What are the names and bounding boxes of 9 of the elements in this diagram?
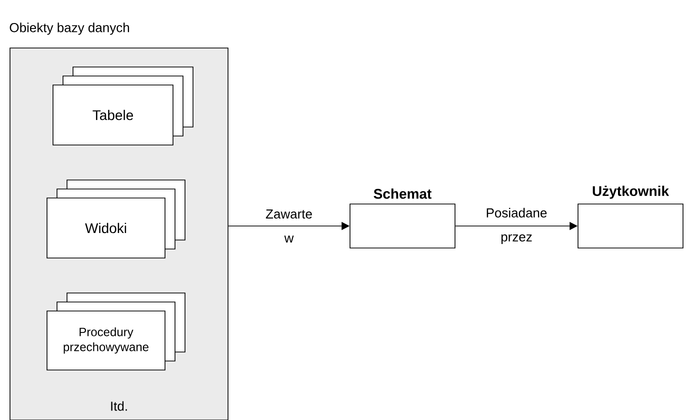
edge-label: Zawarte w: [266, 210, 312, 242]
stacked-box: Widoki: [46, 180, 186, 258]
heading: Obiekty bazy danych: [10, 22, 129, 35]
heading: Użytkownik: [592, 186, 670, 199]
stacked-box: Procedury przechowywane: [46, 292, 186, 370]
heading: Schemat: [374, 188, 432, 199]
edge-label: Posiadane przez: [486, 208, 547, 244]
stacked-box: Tabele: [52, 66, 194, 146]
note: Itd.: [111, 401, 127, 411]
